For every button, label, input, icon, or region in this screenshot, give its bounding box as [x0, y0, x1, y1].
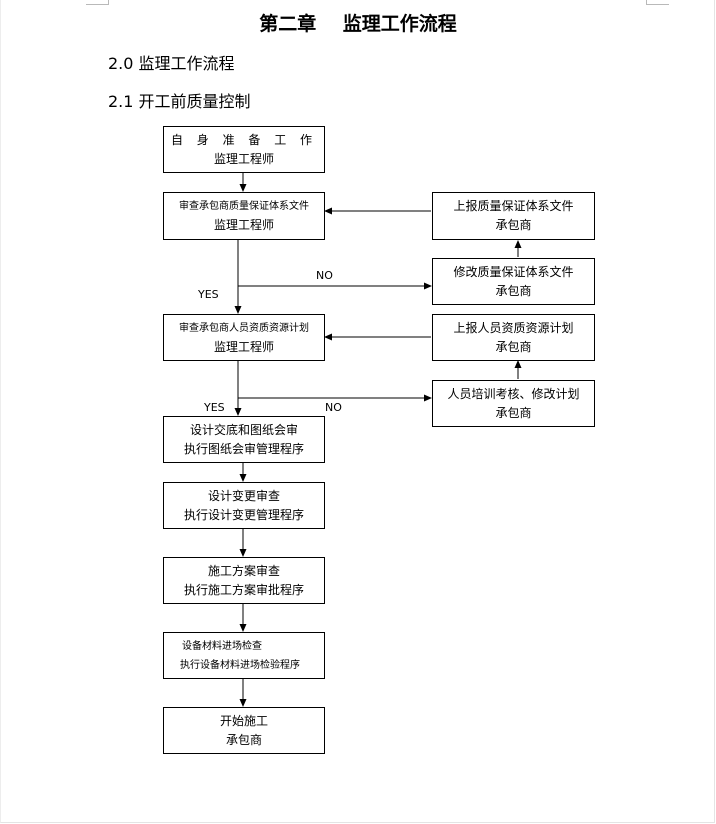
equipment-check-task: 设备材料进场检查 [182, 640, 262, 652]
revise-qa-task: 修改质量保证体系文件 [453, 264, 574, 279]
review-qa-role: 监理工程师 [213, 218, 274, 232]
equipment-check-box: 设备材料进场检查 执行设备材料进场检验程序 [163, 632, 325, 679]
training-role: 承包商 [495, 405, 532, 420]
design-briefing-procedure: 执行图纸会审管理程序 [183, 441, 304, 456]
review-qa-task: 审查承包商质量保证体系文件 [179, 201, 309, 212]
start-construction-role: 承包商 [225, 732, 262, 747]
submit-staff-box: 上报人员资质资源计划 承包商 [432, 314, 595, 361]
training-task: 人员培训考核、修改计划 [447, 386, 580, 401]
review-qa-box: 审查承包商质量保证体系文件 监理工程师 [163, 192, 325, 240]
construction-plan-task: 施工方案审查 [207, 563, 280, 578]
yes-label-qa: YES [198, 288, 219, 301]
margin-corner-mark-right [646, 0, 669, 5]
margin-corner-mark-left [86, 0, 109, 5]
start-construction-box: 开始施工 承包商 [163, 707, 325, 754]
section-heading: 2.0 监理工作流程 [108, 54, 235, 73]
construction-plan-box: 施工方案审查 执行施工方案审批程序 [163, 557, 325, 604]
submit-qa-box: 上报质量保证体系文件 承包商 [432, 192, 595, 240]
design-change-box: 设计变更审查 执行设计变更管理程序 [163, 482, 325, 529]
submit-staff-task: 上报人员资质资源计划 [453, 320, 574, 335]
subsection-heading: 2.1 开工前质量控制 [108, 92, 251, 111]
design-change-procedure: 执行设计变更管理程序 [183, 507, 304, 522]
no-label-qa: NO [316, 269, 333, 282]
submit-staff-role: 承包商 [495, 339, 532, 354]
self-prep-box: 自 身 准 备 工 作 监理工程师 [163, 126, 325, 173]
design-change-task: 设计变更审查 [207, 488, 280, 503]
design-briefing-box: 设计交底和图纸会审 执行图纸会审管理程序 [163, 416, 325, 463]
submit-qa-task: 上报质量保证体系文件 [453, 199, 574, 213]
start-construction-task: 开始施工 [219, 713, 268, 728]
training-box: 人员培训考核、修改计划 承包商 [432, 380, 595, 427]
revise-qa-role: 承包商 [495, 283, 532, 298]
no-label-staff: NO [325, 401, 342, 414]
review-staff-task: 审查承包商人员资质资源计划 [179, 322, 309, 334]
review-staff-box: 审查承包商人员资质资源计划 监理工程师 [163, 314, 325, 361]
self-prep-task: 自 身 准 备 工 作 [170, 132, 318, 147]
chapter-title: 第二章 监理工作流程 [259, 13, 457, 35]
construction-plan-procedure: 执行施工方案审批程序 [183, 582, 304, 597]
submit-qa-role: 承包商 [495, 218, 532, 232]
review-staff-role: 监理工程师 [213, 339, 274, 354]
yes-label-staff: YES [204, 401, 225, 414]
self-prep-role: 监理工程师 [213, 151, 274, 166]
design-briefing-task: 设计交底和图纸会审 [189, 422, 298, 437]
revise-qa-box: 修改质量保证体系文件 承包商 [432, 258, 595, 305]
equipment-check-procedure: 执行设备材料进场检验程序 [180, 659, 300, 671]
